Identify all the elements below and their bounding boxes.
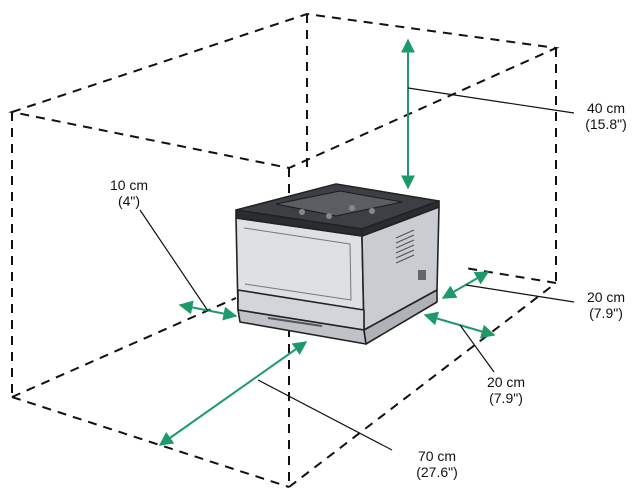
- right-leader-line: [459, 324, 495, 373]
- front-clearance-metric: 70 cm: [418, 448, 456, 464]
- printer-side-vent: [395, 229, 415, 264]
- left-leader-line: [139, 209, 209, 312]
- rear-clearance-arrow: [441, 271, 490, 299]
- front-leader-line: [257, 379, 393, 451]
- rear-clearance-imperial: (7.9"): [589, 305, 623, 321]
- top-clearance-imperial: (15.8"): [585, 116, 627, 132]
- front-clearance-arrow: [158, 341, 308, 446]
- rear-leader-line: [465, 284, 575, 303]
- left-clearance-imperial: (4"): [118, 193, 140, 209]
- printer: [235, 183, 440, 345]
- top-clearance-metric: 40 cm: [587, 100, 625, 116]
- front-clearance-imperial: (27.6"): [416, 464, 458, 480]
- right-clearance-imperial: (7.9"): [489, 390, 523, 406]
- rear-clearance-metric: 20 cm: [587, 289, 625, 305]
- printer-output-tray: [275, 190, 403, 217]
- left-clearance-metric: 10 cm: [110, 177, 148, 193]
- right-clearance-metric: 20 cm: [487, 374, 525, 390]
- top-leader-line: [407, 87, 575, 114]
- right-clearance-arrow: [423, 311, 496, 339]
